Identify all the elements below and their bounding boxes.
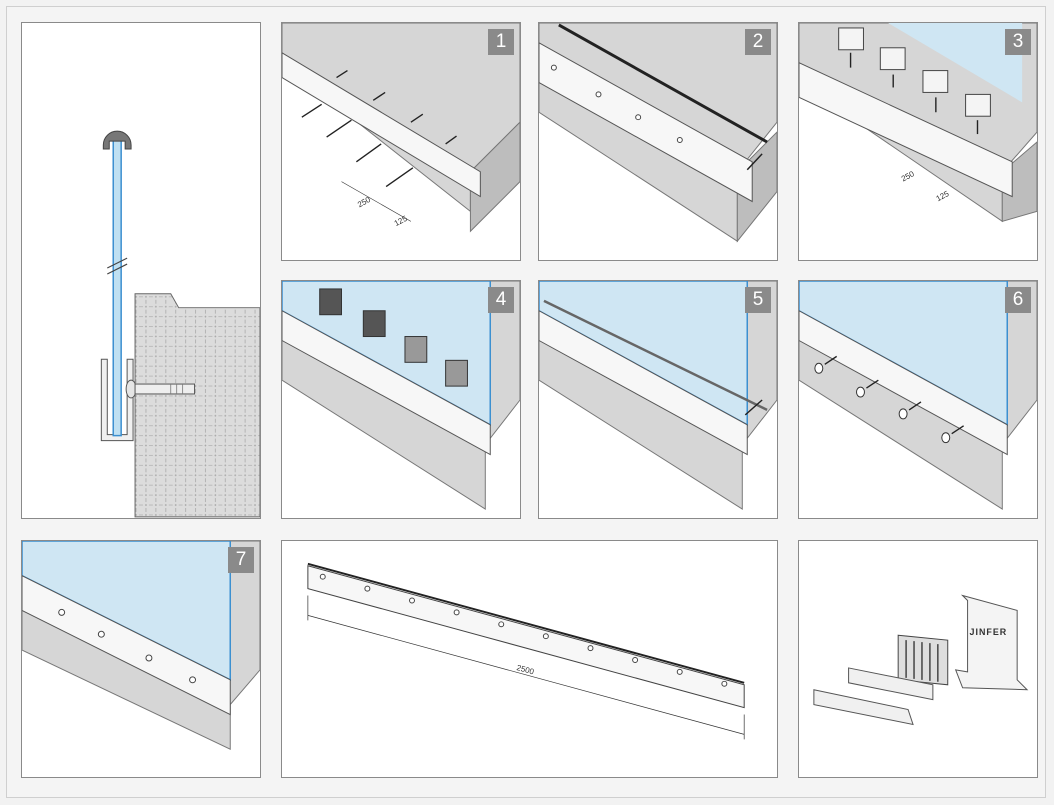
u-profile <box>799 62 1013 198</box>
cover-strip-part <box>813 689 914 726</box>
step-6-panel: 6 <box>798 280 1038 519</box>
cross-section-drawing <box>100 130 260 518</box>
dimension-line <box>307 595 745 740</box>
u-profile-section <box>100 358 134 442</box>
step-number-badge: 6 <box>1005 287 1031 313</box>
setting-block-part <box>954 594 1029 691</box>
step-7-drawing <box>22 541 260 751</box>
anchor-bolt <box>134 383 196 395</box>
u-profile <box>307 565 745 709</box>
concrete-slab <box>134 293 260 518</box>
step-6-drawing <box>799 281 1037 510</box>
insert-arrow <box>744 399 763 416</box>
press-arrows <box>824 355 965 435</box>
brand-logo: JINFER <box>970 627 1008 637</box>
cap-covers <box>814 362 951 444</box>
insert-arrow <box>746 153 763 171</box>
u-profile <box>22 575 231 716</box>
wedge-blocks <box>319 288 468 387</box>
u-profile <box>539 310 748 456</box>
u-profile <box>539 42 753 203</box>
dim-250-label: 250 <box>900 169 916 183</box>
u-profile <box>799 310 1008 456</box>
u-profile <box>282 310 491 456</box>
step-number-badge: 7 <box>228 547 254 573</box>
profile-length-drawing: 2500 <box>307 562 745 740</box>
step-5-drawing <box>539 281 777 510</box>
down-arrows <box>849 52 979 135</box>
cover-strip <box>543 299 768 412</box>
top-rail-cap <box>102 130 132 150</box>
setting-blocks <box>838 27 991 117</box>
step-2-drawing <box>539 23 777 243</box>
dim-250-label: 250 <box>356 195 372 209</box>
step-1-drawing: 250 125 <box>282 23 520 233</box>
glass-pane-section <box>112 132 122 437</box>
gasket-strip-part <box>848 667 934 701</box>
components-drawing: JINFER <box>813 594 1029 726</box>
components-panel: JINFER <box>798 540 1038 778</box>
step-7-panel: 7 <box>21 540 261 778</box>
dim-125-label: 125 <box>935 189 951 203</box>
step-number-badge: 3 <box>1005 29 1031 55</box>
dimension-line <box>341 181 412 222</box>
step-number-badge: 2 <box>745 29 771 55</box>
step-4-panel: 4 <box>281 280 521 519</box>
screw-arrows <box>301 70 457 188</box>
mounting-holes <box>319 573 728 687</box>
cross-section-panel <box>21 22 261 519</box>
step-5-panel: 5 <box>538 280 778 519</box>
profile-length-panel: 2500 <box>281 540 778 778</box>
step-number-badge: 4 <box>488 287 514 313</box>
u-profile <box>282 52 481 198</box>
bolt-washer <box>125 379 137 399</box>
step-2-panel: 2 <box>538 22 778 261</box>
dim-125-label: 125 <box>393 214 409 228</box>
step-4-drawing <box>282 281 520 510</box>
break-mark <box>107 257 128 275</box>
step-1-panel: 250 125 1 <box>281 22 521 261</box>
step-3-drawing: 250 125 <box>799 23 1037 223</box>
rubber-gasket <box>558 23 768 144</box>
step-number-badge: 1 <box>488 29 514 55</box>
step-number-badge: 5 <box>745 287 771 313</box>
wedge-comb-part <box>897 634 949 686</box>
step-3-panel: 250 125 3 <box>798 22 1038 261</box>
